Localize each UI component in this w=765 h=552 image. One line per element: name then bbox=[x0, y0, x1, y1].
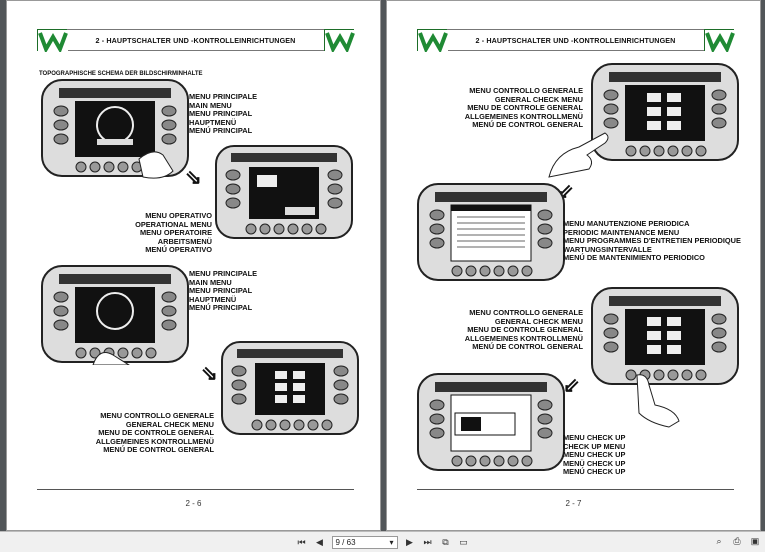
page-number: 2 - 7 bbox=[565, 499, 582, 508]
footer-rule bbox=[417, 489, 734, 490]
fit-width-icon[interactable]: ⧉ bbox=[442, 536, 449, 547]
zoom-icon[interactable]: ⌕ bbox=[716, 535, 722, 546]
next-page-icon[interactable]: ▶ bbox=[406, 536, 413, 547]
print-icon[interactable]: ⎙ bbox=[733, 535, 741, 546]
company-logo bbox=[37, 29, 68, 52]
hand-pointer-icon bbox=[548, 132, 609, 178]
viewer-toolbar: ⏮ ◀ 9 / 63 ▾ ▶ ⏭ ⧉ ▭ ⌕ ⎙ ▣ bbox=[0, 531, 765, 552]
arrow-icon: ⇘ bbox=[185, 167, 202, 189]
display-device-general-check-menu bbox=[591, 63, 739, 161]
page-left: 2 - HAUPTSCHALTER UND -KONTROLLEINRICHTU… bbox=[6, 0, 381, 531]
display-device-main-menu bbox=[41, 79, 189, 179]
page-header: 2 - HAUPTSCHALTER UND -KONTROLLEINRICHTU… bbox=[417, 29, 735, 52]
display-device-main-menu bbox=[41, 265, 189, 365]
prev-page-icon[interactable]: ◀ bbox=[316, 536, 323, 547]
save-icon[interactable]: ▣ bbox=[750, 535, 760, 546]
arrow-icon: ⇙ bbox=[563, 375, 580, 397]
header-title: 2 - HAUPTSCHALTER UND -KONTROLLEINRICHTU… bbox=[475, 35, 676, 45]
chevron-down-icon: ▾ bbox=[389, 537, 394, 547]
header-title: 2 - HAUPTSCHALTER UND -KONTROLLEINRICHTU… bbox=[95, 35, 296, 45]
toolbar-right: ⌕ ⎙ ▣ bbox=[713, 535, 761, 547]
page-select-value: 9 / 63 bbox=[335, 537, 356, 547]
page-select[interactable]: 9 / 63 ▾ bbox=[331, 535, 398, 549]
company-logo bbox=[324, 29, 355, 52]
company-logo bbox=[417, 29, 448, 52]
page-number: 2 - 6 bbox=[185, 499, 202, 508]
display-device-general-check-menu bbox=[221, 341, 359, 435]
display-device-general-check-menu bbox=[591, 287, 739, 385]
company-logo bbox=[704, 29, 735, 52]
page-header: 2 - HAUPTSCHALTER UND -KONTROLLEINRICHTU… bbox=[37, 29, 355, 52]
section-subtitle: TOPOGRAPHISCHE SCHEMA DER BILDSCHIRMINHA… bbox=[39, 71, 203, 77]
arrow-icon: ⇘ bbox=[201, 363, 218, 385]
display-device-check-up-menu bbox=[417, 373, 565, 471]
display-device-maintenance-menu bbox=[417, 183, 565, 281]
hand-pointer-icon bbox=[636, 374, 680, 428]
last-page-icon[interactable]: ⏭ bbox=[423, 536, 432, 547]
page-right: 2 - HAUPTSCHALTER UND -KONTROLLEINRICHTU… bbox=[386, 0, 761, 531]
first-page-icon[interactable]: ⏮ bbox=[297, 536, 306, 547]
fit-page-icon[interactable]: ▭ bbox=[459, 536, 468, 547]
footer-rule bbox=[37, 489, 354, 490]
display-device-operational-menu bbox=[215, 145, 353, 239]
